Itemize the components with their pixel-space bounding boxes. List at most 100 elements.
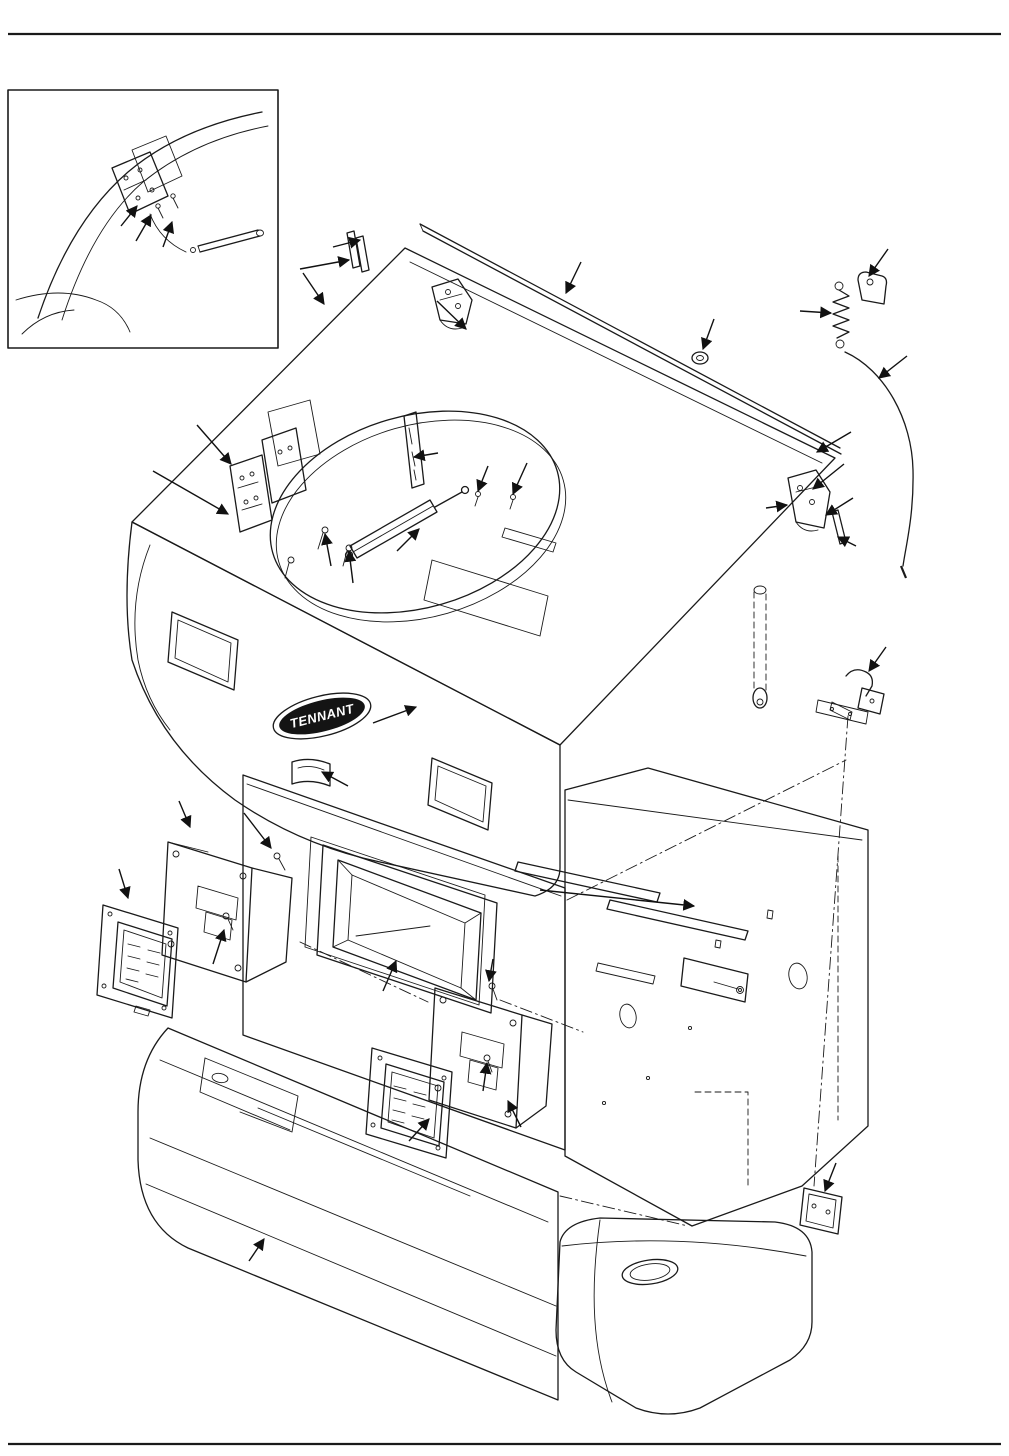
vent-bezel-stroke (337, 859, 353, 876)
callout-arrows-stroke (321, 532, 333, 567)
strut-screws-stroke (321, 526, 329, 534)
headlight-assembly-left-stroke (234, 964, 242, 972)
headlamp-center-stroke (380, 1063, 445, 1147)
inset-screws-stroke (157, 207, 164, 219)
machine-body-stroke (619, 1003, 637, 1029)
callout-arrows-stroke (868, 248, 889, 277)
headlight-screws-left (222, 852, 286, 931)
latch-assembly-stroke (815, 699, 869, 725)
callout-arrows-stroke (485, 958, 497, 983)
mounting-plates-stroke (267, 399, 321, 467)
callout-arrows-stroke (412, 449, 439, 462)
vent-bezel (316, 844, 498, 1014)
front-bumper (137, 1027, 559, 1401)
front-shroud-stroke (242, 774, 566, 1151)
prop-cable-stroke (844, 351, 914, 567)
vent-bezel-stroke (316, 844, 498, 1014)
hinge-rod (419, 223, 842, 455)
bezel-seal (304, 836, 486, 1006)
recovery-tank-stroke (555, 1217, 813, 1415)
inset-rod-stroke (190, 247, 196, 253)
inset-bracket-plates-stroke (123, 175, 129, 181)
hinge-rod-stroke (419, 223, 841, 449)
vent-bezel-stroke (332, 859, 482, 1001)
lift-spring-stroke (834, 281, 844, 291)
headlight-assembly-left-stroke (239, 872, 247, 880)
seat-opening-stroke (275, 419, 567, 623)
callout-arrows-stroke (878, 355, 908, 379)
machine-body-stroke (694, 1091, 749, 1187)
machine-body-stroke (713, 981, 739, 990)
hood-lid-stroke (409, 261, 823, 464)
callout-arrows-stroke (248, 1238, 265, 1262)
callout-arrows-stroke (868, 646, 887, 672)
callout-arrows-stroke (507, 1099, 522, 1128)
headlight-assembly-center-stroke (504, 1110, 512, 1118)
recovery-tank (555, 1217, 813, 1415)
shroud-recess-stroke (427, 757, 493, 831)
hood-lid-stroke (423, 559, 549, 637)
mounting-plates-stroke (239, 475, 245, 481)
headlight-screws-left-stroke (222, 912, 230, 920)
headlight-screws-center-stroke (492, 988, 498, 1001)
callout-arrows-stroke (476, 465, 489, 493)
callout-arrows-stroke (436, 300, 467, 330)
headlight-gasket-center-stroke (365, 1047, 453, 1159)
ball-studs-stroke (474, 496, 479, 507)
callout-arrows-stroke (162, 220, 174, 248)
striker-keyhole-stroke (752, 687, 768, 709)
hinge-bracket-right-stroke (795, 521, 819, 532)
inset-rod (190, 229, 264, 253)
latch-assembly-stroke (845, 669, 874, 697)
front-bumper-stroke (145, 1183, 557, 1357)
headlamp-center-stroke (391, 1119, 405, 1124)
recovery-tank-stroke (561, 1240, 807, 1257)
headlamp-left-stroke (127, 943, 141, 948)
grommet (691, 351, 709, 365)
machine-body-stroke (788, 962, 808, 990)
inset-screws-stroke (170, 193, 176, 199)
hinge-rod-stroke (422, 230, 842, 455)
latch-assembly-stroke (848, 712, 852, 716)
machine-body-stroke (601, 1100, 607, 1106)
front-bumper-stroke (211, 1072, 229, 1084)
gas-strut (344, 485, 470, 560)
hood-front-stroke (134, 544, 171, 731)
lift-spring-stroke (835, 339, 845, 349)
headlight-screws-left-stroke (227, 918, 234, 931)
ball-studs-stroke (509, 499, 514, 510)
machine-body (564, 767, 869, 1227)
gas-strut-stroke (434, 491, 463, 508)
machine-body-stroke (564, 767, 869, 1227)
callout-arrows-stroke (196, 424, 232, 465)
headlamp-center-stroke (412, 1103, 426, 1108)
prop-cable (844, 351, 914, 579)
hinge-strips-stroke (346, 230, 361, 269)
mounting-plates-stroke (241, 503, 263, 511)
strut-screws-stroke (317, 532, 324, 550)
callout-arrows-stroke (511, 462, 528, 496)
detail-inset-stroke (37, 111, 263, 319)
vent-bezel-stroke (460, 987, 477, 1001)
latch-assembly-stroke (830, 707, 834, 711)
mounting-bracket-lower (799, 1187, 843, 1235)
callout-arrows-stroke (408, 1118, 430, 1142)
callout-arrows-stroke (302, 272, 325, 305)
bezel-seal-stroke (304, 836, 486, 1006)
hinge-bracket-right-stroke (797, 485, 803, 491)
inset-bracket-plates-stroke (131, 135, 183, 193)
shroud-recess-stroke (434, 765, 487, 823)
callout-arrows-stroke (823, 1162, 837, 1193)
side-recess-stroke (167, 611, 239, 691)
trim-strips-stroke (606, 899, 749, 941)
strut-screws-stroke (287, 556, 295, 564)
callout-arrows-stroke (212, 928, 227, 965)
mounting-plates-stroke (277, 449, 283, 455)
seat-opening-stroke (269, 410, 561, 614)
mounting-plates-stroke (249, 471, 255, 477)
strut-screws (284, 526, 353, 579)
callout-arrows-stroke (118, 868, 131, 900)
front-bumper-stroke (204, 1057, 299, 1133)
mounting-plates-stroke (253, 495, 259, 501)
inset-bracket-plates-stroke (149, 187, 155, 193)
